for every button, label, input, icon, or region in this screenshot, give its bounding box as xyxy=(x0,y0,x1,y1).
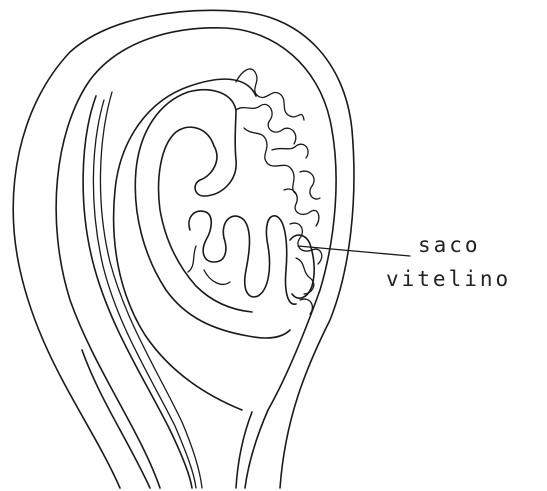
villi-top xyxy=(236,69,304,120)
villi-mid-3 xyxy=(272,144,320,199)
embryo-outer xyxy=(135,90,290,338)
outer-wall xyxy=(13,10,354,488)
lower-channel-right xyxy=(236,412,252,488)
villi-low-3 xyxy=(296,258,314,314)
villi-low-1 xyxy=(284,189,319,226)
head-fold xyxy=(195,110,236,196)
label-line-2: vitelino xyxy=(386,267,511,291)
lower-channel-left xyxy=(82,350,150,488)
label-line-1: saco xyxy=(418,233,481,257)
villi-mid-1 xyxy=(236,104,296,144)
yolk-sac xyxy=(290,235,314,298)
villi-low-2 xyxy=(290,223,322,264)
umbilical-band-inner-2 xyxy=(93,100,196,488)
embryo-inner xyxy=(159,127,252,312)
tail-loop-3 xyxy=(258,216,296,304)
villi-mid-2 xyxy=(244,128,296,194)
label-pointer-line xyxy=(298,246,410,256)
inner-wall xyxy=(56,28,336,488)
tail-loop-2 xyxy=(223,216,258,297)
tail-detail xyxy=(188,246,230,284)
umbilical-band-inner xyxy=(100,92,202,488)
